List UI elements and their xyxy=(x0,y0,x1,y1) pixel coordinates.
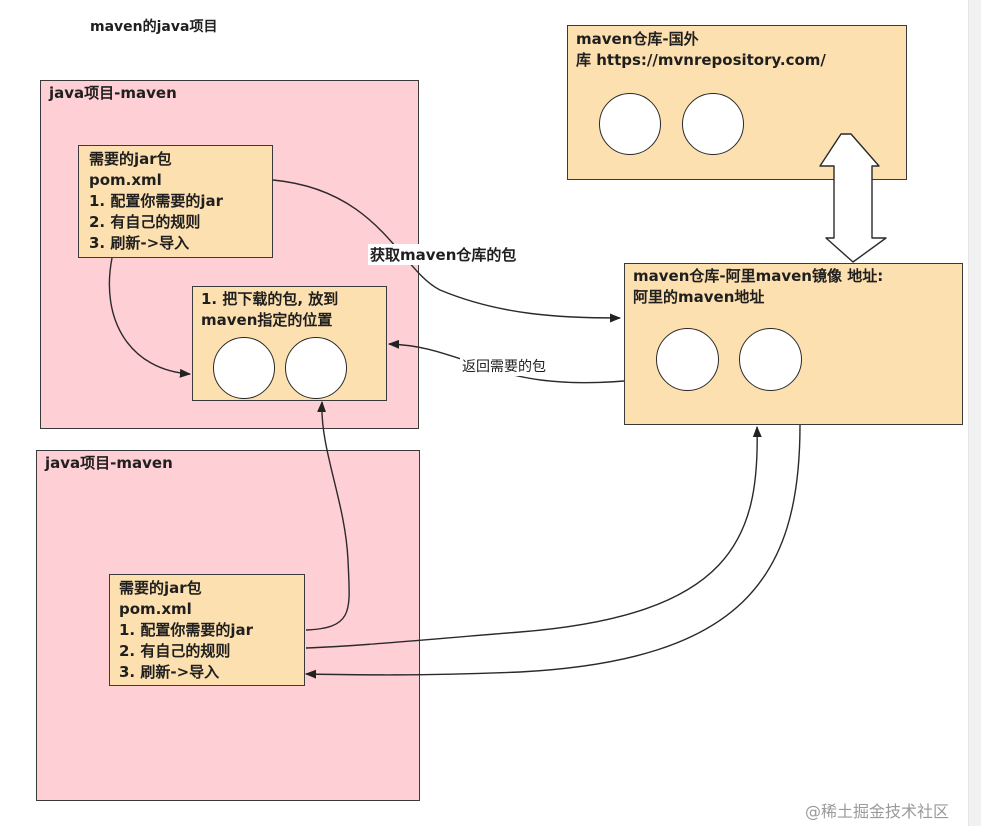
aliyun-repo-line: maven仓库-阿里maven镜像 地址: xyxy=(633,267,884,285)
config-line: 2. 有自己的规则 xyxy=(89,213,201,231)
page-title: maven的java项目 xyxy=(90,19,218,35)
aliyun-mirror-box: maven仓库-阿里maven镜像 地址: 阿里的maven地址 xyxy=(624,263,963,425)
vertical-scrollbar[interactable] xyxy=(968,0,981,826)
jar-package-circle xyxy=(285,337,347,399)
config-line: 1. 配置你需要的jar xyxy=(89,192,224,210)
fetch-arrow xyxy=(272,179,622,323)
project-b-title: java项目-maven xyxy=(45,454,173,472)
config-line: 3. 刷新->导入 xyxy=(119,663,220,681)
local-repository-box: 1. 把下载的包, 放到 maven指定的位置 xyxy=(192,286,387,401)
aliyun-to-project-b-arrow xyxy=(304,424,801,679)
project-b-config-box: 需要的jar包 pom.xml 1. 配置你需要的jar 2. 有自己的规则 3… xyxy=(109,574,305,686)
config-line: 2. 有自己的规则 xyxy=(119,642,231,660)
project-b-to-local-arrow xyxy=(305,400,350,631)
aliyun-repo-line: 阿里的maven地址 xyxy=(633,288,765,306)
local-repo-line: maven指定的位置 xyxy=(201,311,333,329)
config-line: pom.xml xyxy=(89,171,162,189)
project-a-title: java项目-maven xyxy=(49,84,177,102)
config-line: 需要的jar包 xyxy=(89,150,172,168)
fetch-arrow-label: 获取maven仓库的包 xyxy=(368,244,519,265)
project-b-to-aliyun-arrow xyxy=(305,425,762,649)
jar-package-circle xyxy=(213,337,275,399)
foreign-repo-line: 库 https://mvnrepository.com/ xyxy=(576,51,826,69)
jar-package-circle xyxy=(739,328,802,391)
sync-double-arrow xyxy=(819,133,887,263)
config-line: pom.xml xyxy=(119,600,192,618)
jar-package-circle xyxy=(656,328,719,391)
watermark: @稀土掘金技术社区 xyxy=(805,802,950,821)
foreign-repo-line: maven仓库-国外 xyxy=(576,30,699,48)
config-line: 需要的jar包 xyxy=(119,579,202,597)
config-line: 1. 配置你需要的jar xyxy=(119,621,254,639)
jar-package-circle xyxy=(599,93,661,155)
return-arrow-label: 返回需要的包 xyxy=(460,356,548,376)
jar-package-circle xyxy=(682,93,744,155)
config-line: 3. 刷新->导入 xyxy=(89,234,190,252)
project-a-config-box: 需要的jar包 pom.xml 1. 配置你需要的jar 2. 有自己的规则 3… xyxy=(78,145,273,258)
config-to-local-arrow xyxy=(108,257,192,378)
local-repo-line: 1. 把下载的包, 放到 xyxy=(201,290,339,308)
